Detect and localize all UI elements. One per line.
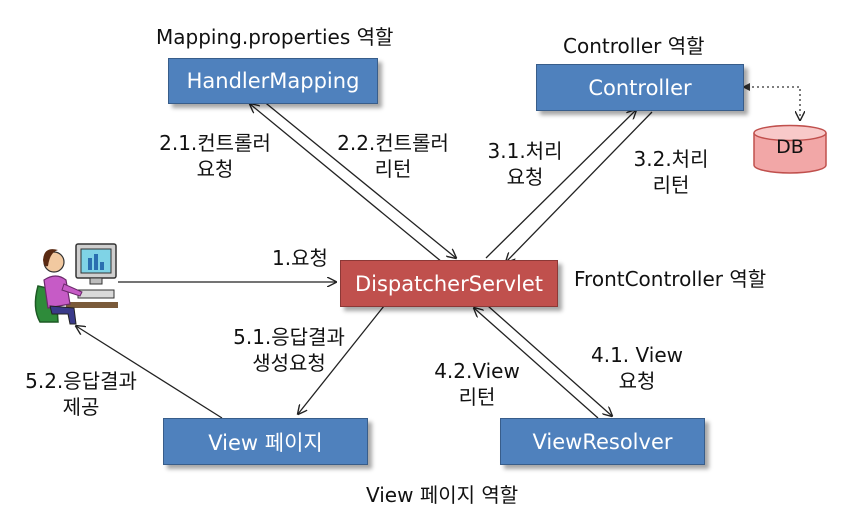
edge-4-1-line1: 4.1. View <box>572 342 702 368</box>
edge-2-1-line2: 요청 <box>150 156 280 182</box>
edge-5-2-label: 5.2.응답결과 제공 <box>16 368 146 420</box>
arrow-2-1 <box>250 104 442 262</box>
edge-2-2-line1: 2.2.컨트롤러 <box>328 130 458 156</box>
dispatcher-servlet-box: DispatcherServlet <box>340 260 558 307</box>
edge-4-2-line2: 리턴 <box>422 384 532 410</box>
edge-3-2-label: 3.2.처리 리턴 <box>616 146 726 198</box>
edge-3-1-line2: 요청 <box>470 164 580 190</box>
edge-4-2-line1: 4.2.View <box>422 358 532 384</box>
edge-3-1-line1: 3.1.처리 <box>470 138 580 164</box>
edge-3-2-line2: 리턴 <box>616 172 726 198</box>
edge-5-1-label: 5.1.응답결과 생성요청 <box>224 324 354 376</box>
role-mapping-label: Mapping.properties 역할 <box>156 24 393 50</box>
edge-2-1-line1: 2.1.컨트롤러 <box>150 130 280 156</box>
handler-mapping-text: HandlerMapping <box>187 69 360 93</box>
arrow-db-link <box>742 87 800 120</box>
controller-text: Controller <box>588 76 691 100</box>
edge-5-1-line2: 생성요청 <box>224 350 354 376</box>
role-front-label: FrontController 역할 <box>574 266 766 292</box>
edge-2-1-label: 2.1.컨트롤러 요청 <box>150 130 280 182</box>
edge-2-2-label: 2.2.컨트롤러 리턴 <box>328 130 458 182</box>
edge-4-1-line2: 요청 <box>572 368 702 394</box>
db-label: DB <box>752 136 828 158</box>
edge-5-2-line1: 5.2.응답결과 <box>16 368 146 394</box>
edge-3-1-label: 3.1.처리 요청 <box>470 138 580 190</box>
view-resolver-text: ViewResolver <box>532 430 672 454</box>
handler-mapping-box: HandlerMapping <box>168 58 378 104</box>
edge-4-1-label: 4.1. View 요청 <box>572 342 702 394</box>
controller-box: Controller <box>536 64 744 111</box>
view-page-text: View 페이지 <box>208 427 322 457</box>
role-view-label: View 페이지 역할 <box>366 482 518 508</box>
user-at-computer-icon <box>30 238 120 328</box>
view-page-box: View 페이지 <box>163 418 368 465</box>
edge-3-2-line1: 3.2.처리 <box>616 146 726 172</box>
role-controller-label: Controller 역할 <box>563 33 705 59</box>
edge-2-2-line2: 리턴 <box>328 156 458 182</box>
edge-5-2-line2: 제공 <box>16 394 146 420</box>
dispatcher-servlet-text: DispatcherServlet <box>355 272 543 296</box>
edge-4-2-label: 4.2.View 리턴 <box>422 358 532 410</box>
edge-5-1-line1: 5.1.응답결과 <box>224 324 354 350</box>
view-resolver-box: ViewResolver <box>500 418 705 465</box>
edge-1-label: 1.요청 <box>272 245 328 271</box>
